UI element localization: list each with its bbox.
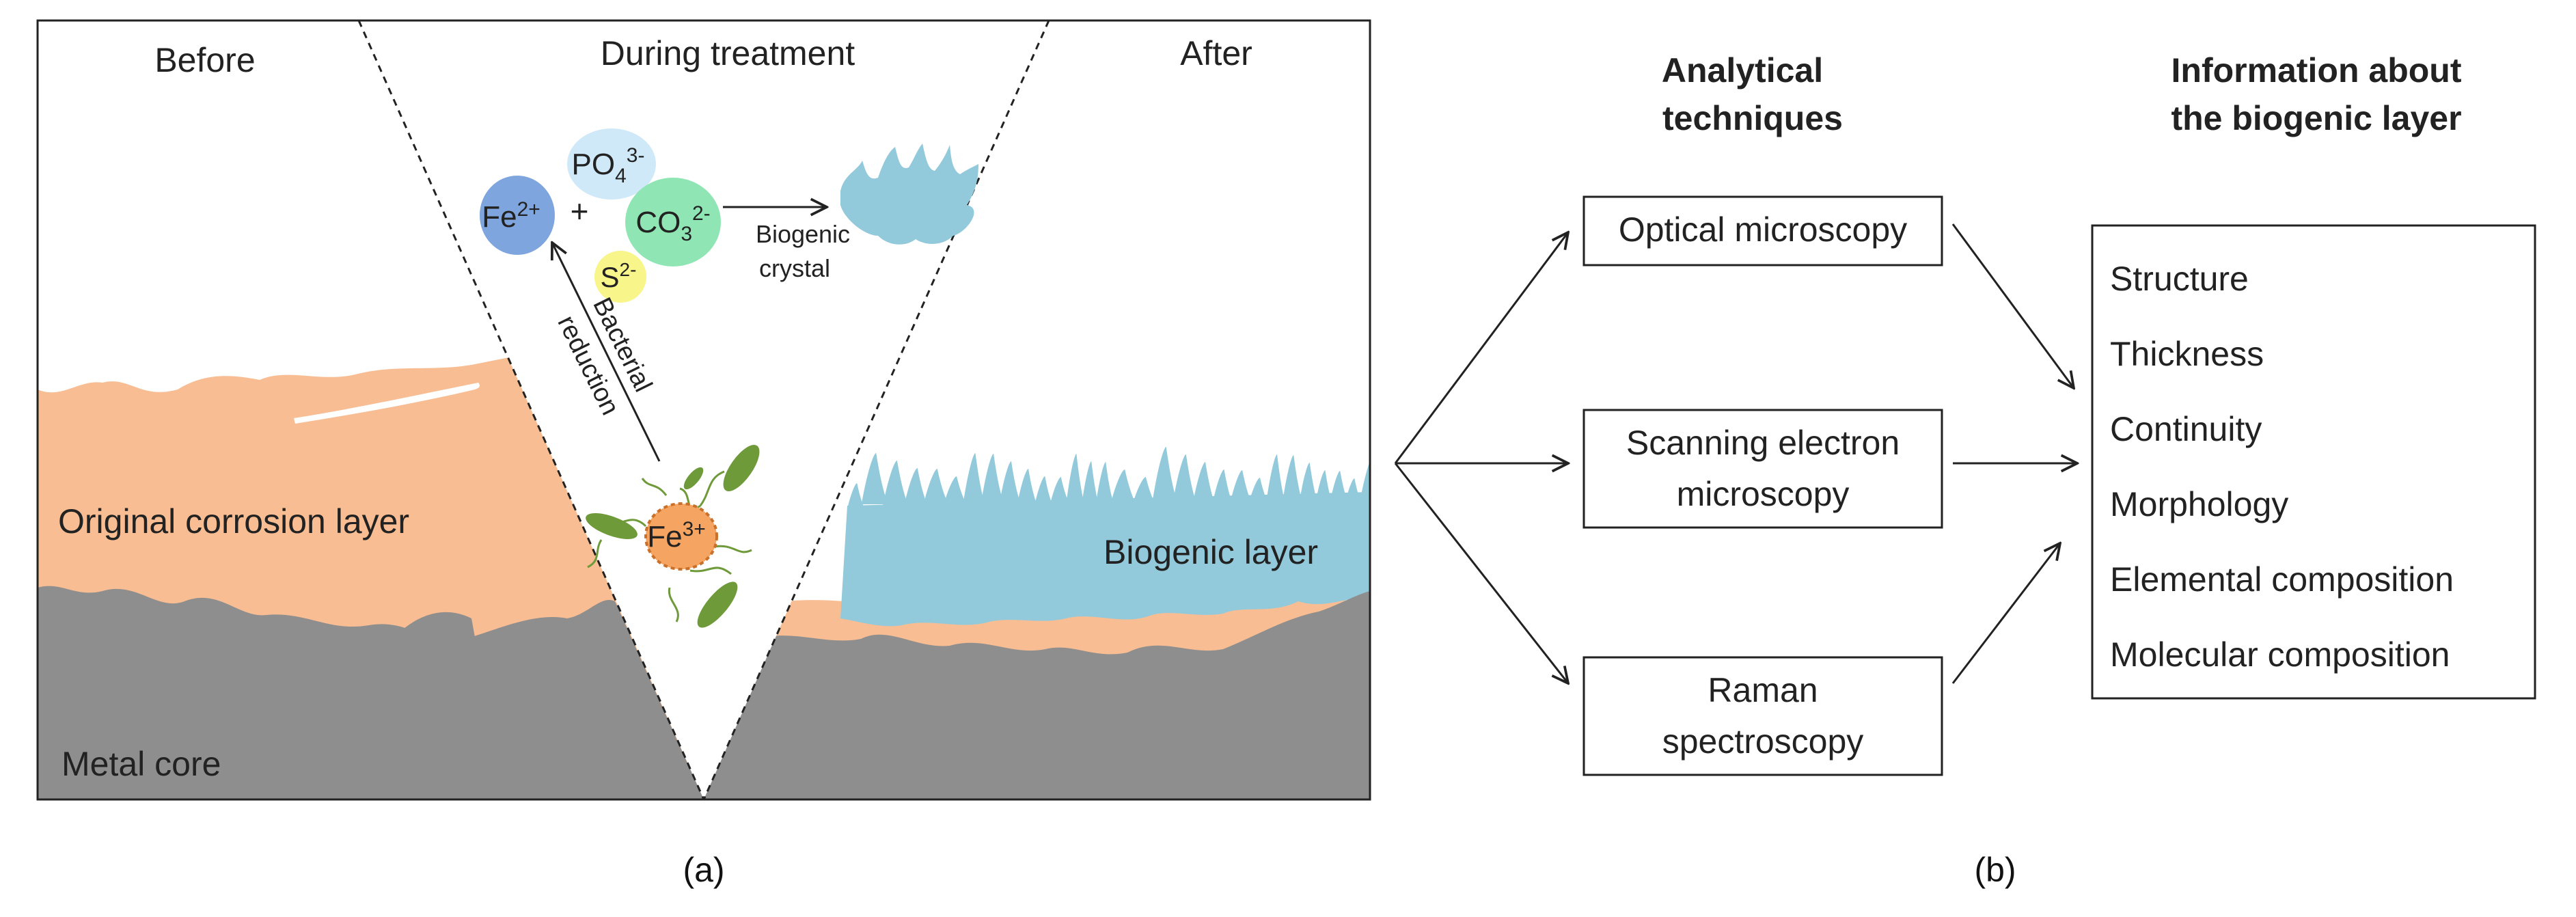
biogenic-spikes — [847, 447, 1370, 509]
v-left-dashed — [357, 20, 705, 800]
fe3-ion-icon — [644, 502, 718, 571]
sem-label-line1: Scanning electron — [1626, 424, 1900, 462]
metal-core-left — [38, 586, 704, 799]
biogenic-crystal-icon — [840, 143, 978, 245]
raman-label-line2: spectroscopy — [1662, 722, 1864, 761]
biogenic-spike — [1192, 462, 1216, 507]
biogenic-layer-label: Biogenic layer — [1104, 533, 1318, 571]
biogenic-spike — [1017, 469, 1038, 507]
analytical-techniques-title-line2: techniques — [1662, 99, 1843, 137]
plus-sign: + — [571, 193, 589, 229]
biogenic-spike — [883, 461, 909, 506]
biogenic-spike — [1298, 463, 1319, 506]
bacterial-reduction-arrow — [552, 243, 661, 462]
bacterium-top — [723, 444, 760, 492]
information-title-line2: the biogenic layer — [2171, 99, 2461, 137]
po4-ion-label: PO43- — [572, 144, 645, 187]
biogenic-spike — [1282, 455, 1303, 504]
sem-label-line2: microscopy — [1677, 475, 1850, 513]
fe2-ion-label: Fe2+ — [482, 198, 540, 234]
biogenic-crystal-label-line1: Biogenic — [756, 220, 850, 248]
analytical-techniques-title-line1: Analytical — [1662, 51, 1823, 90]
biogenic-spike — [1330, 471, 1349, 503]
after-region — [704, 492, 1370, 799]
biogenic-spike — [1345, 478, 1362, 505]
panel-b: Analytical techniques Information about … — [1394, 51, 2536, 889]
fe3-ion-label: Fe3+ — [647, 518, 706, 553]
biogenic-layer — [840, 492, 1370, 627]
co3-ion-icon — [625, 178, 721, 266]
information-box — [2091, 224, 2536, 700]
biogenic-spike — [1066, 454, 1085, 506]
raman-label-line1: Raman — [1708, 671, 1818, 709]
sem-box — [1582, 409, 1943, 529]
info-item: Thickness — [2110, 335, 2264, 373]
biogenic-spike — [1033, 476, 1054, 509]
biogenic-spike — [1211, 469, 1235, 509]
co3-ion-label: CO32- — [635, 202, 710, 245]
v-right-dashed — [702, 20, 1050, 800]
metal-core-right — [704, 591, 1370, 799]
bacterium-right-small — [683, 467, 704, 490]
optical-microscopy-box — [1582, 195, 1943, 266]
biogenic-spike — [1132, 477, 1157, 508]
biogenic-spike — [847, 483, 865, 509]
bacterium-left — [586, 513, 638, 539]
biogenic-spike — [1230, 470, 1252, 504]
header-after: After — [1180, 34, 1252, 72]
arrow-optical-to-info — [1951, 223, 2074, 388]
s-ion-label: S2- — [601, 259, 637, 293]
biogenic-spike — [903, 468, 929, 508]
info-item: Continuity — [2110, 410, 2262, 448]
header-during: During treatment — [601, 34, 855, 72]
raman-box — [1582, 656, 1943, 776]
info-item: Molecular composition — [2110, 635, 2450, 674]
arrow-raman-to-info — [1951, 543, 2060, 684]
biogenic-spike — [943, 476, 968, 506]
panel-a: Before During treatment After Fe2+ + PO4… — [36, 19, 1371, 889]
biogenic-spike — [1096, 462, 1114, 504]
biogenic-spike — [1173, 454, 1197, 505]
metal-bump-left — [396, 612, 478, 656]
s-ion-icon — [594, 251, 646, 303]
po4-ion-icon — [567, 128, 656, 200]
optical-microscopy-label: Optical microscopy — [1619, 210, 1907, 249]
info-item: Morphology — [2110, 485, 2288, 523]
biogenic-spike — [1050, 477, 1070, 504]
information-title-line1: Information about — [2171, 51, 2462, 90]
info-item: Structure — [2110, 260, 2249, 298]
biogenic-spike — [861, 453, 888, 504]
biogenic-spike — [962, 453, 986, 508]
header-before: Before — [154, 41, 255, 79]
original-corrosion-layer-label: Original corrosion layer — [58, 502, 409, 540]
corrosion-crack — [294, 383, 480, 424]
biogenic-spike — [1358, 455, 1370, 507]
biogenic-spike — [1265, 454, 1287, 508]
bacterium-bottom — [697, 581, 738, 628]
biogenic-spike — [1248, 478, 1270, 506]
biogenic-spike — [1315, 470, 1334, 508]
arrow-to-optical — [1394, 232, 1568, 464]
biogenic-spike — [1110, 469, 1137, 506]
information-list: StructureThicknessContinuityMorphologyEl… — [2110, 260, 2454, 674]
metal-core-label: Metal core — [61, 745, 221, 783]
biogenic-spike — [924, 469, 948, 504]
fe2-ion-icon — [480, 176, 555, 255]
biogenic-spike — [1152, 447, 1178, 503]
caption-a: (a) — [683, 851, 724, 889]
caption-b: (b) — [1974, 851, 2016, 889]
biogenic-spike — [1081, 461, 1100, 508]
arrow-to-raman — [1394, 463, 1568, 683]
info-item: Elemental composition — [2110, 560, 2454, 599]
biogenic-crystal-label-line2: crystal — [759, 254, 830, 282]
before-region — [38, 355, 704, 799]
biogenic-spike — [981, 454, 1004, 503]
biogenic-spike — [999, 461, 1022, 505]
